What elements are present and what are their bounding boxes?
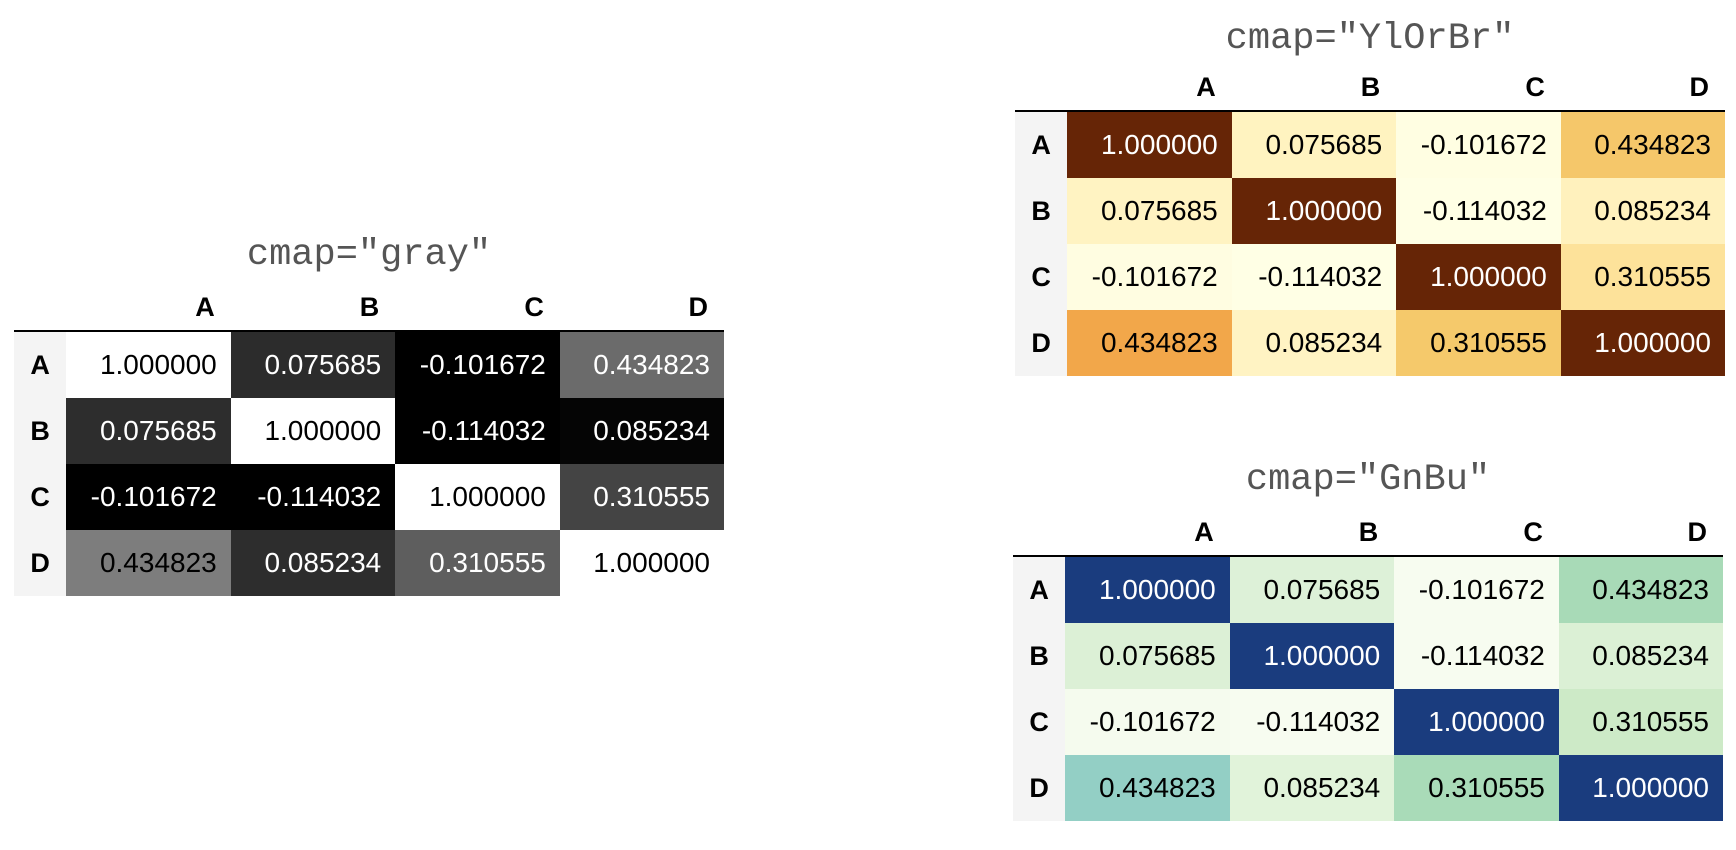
heatmap-cell: 0.310555 [1560,244,1725,310]
heatmap-cell: 0.075685 [66,398,231,464]
heatmap-cell: 1.000000 [1558,755,1723,821]
heatmap-cell: 1.000000 [1067,110,1232,178]
heatmap-cell: -0.114032 [1396,178,1561,244]
column-header-b: B [1360,71,1381,102]
heatmap-cell: 0.434823 [1067,310,1232,376]
row-header-c: C [1013,689,1066,755]
heatmap-cell: -0.114032 [1231,244,1397,310]
row-header-a: A [1013,555,1066,623]
heatmap-cell: -0.114032 [230,464,396,530]
heatmap-cell: -0.101672 [66,464,231,530]
heatmap-cell: 1.000000 [1065,555,1230,623]
column-header-row: A B C D [1013,509,1723,556]
heatmap-cell: 0.434823 [1560,110,1725,178]
heatmap-cell: 0.075685 [1067,178,1232,244]
heatmap-cell: 0.075685 [1065,623,1230,689]
heatmap-cell: -0.101672 [1394,555,1559,623]
chart-title: cmap="GnBu" [1245,459,1491,501]
heatmap-cell: 1.000000 [1560,310,1725,376]
row-header-a: A [1015,110,1068,178]
row-header-d: D [1013,755,1066,821]
heatmap-cell: 0.434823 [1065,755,1230,821]
chart-title: cmap="YlOrBr" [1225,18,1515,60]
heatmap-cell: 0.310555 [1396,310,1561,376]
heatmap-cell: -0.101672 [395,330,560,398]
heatmap-cell: 1.000000 [559,530,724,596]
chart-title: cmap="gray" [246,234,492,276]
heatmap-cell: 0.075685 [1231,110,1397,178]
column-header-b: B [1358,516,1379,547]
row-header-c: C [14,464,67,530]
heatmap-cell: 1.000000 [230,398,396,464]
heatmap-cell: 1.000000 [66,330,231,398]
heatmap-cell: -0.114032 [395,398,560,464]
column-header-d: D [688,291,709,322]
header-corner [1013,509,1065,556]
heatmap-cell: 0.085234 [230,530,396,596]
column-header-b: B [359,291,380,322]
heatmap-cell: -0.101672 [1065,689,1230,755]
header-corner [1015,64,1067,111]
column-header-c: C [1525,71,1545,102]
heatmap-cell: 0.075685 [1229,555,1395,623]
heatmap-cell: -0.101672 [1396,110,1561,178]
heatmap-cell: 0.434823 [66,530,231,596]
heatmap-cell: 0.310555 [1558,689,1723,755]
row-header-b: B [14,398,67,464]
row-header-b: B [1015,178,1068,244]
heatmap-cell: -0.101672 [1067,244,1232,310]
column-header-c: C [524,291,544,322]
row-header-a: A [14,330,67,398]
row-header-d: D [1015,310,1068,376]
heatmap-cell: 0.085234 [559,398,724,464]
row-header-c: C [1015,244,1068,310]
heatmap-cell: -0.114032 [1394,623,1559,689]
heatmap-cell: 1.000000 [1394,689,1559,755]
heatmap-cell: 0.085234 [1560,178,1725,244]
column-header-row: A B C D [1015,64,1725,111]
heatmap-cell: 0.310555 [1394,755,1559,821]
heatmap-cell: 1.000000 [1229,623,1395,689]
column-header-d: D [1687,516,1708,547]
heatmap-cell: 0.434823 [559,330,724,398]
row-header-d: D [14,530,67,596]
column-header-c: C [1523,516,1543,547]
heatmap-cell: 0.085234 [1231,310,1397,376]
heatmap-cell: 1.000000 [395,464,560,530]
heatmap-cell: -0.114032 [1229,689,1395,755]
heatmap-cell: 0.434823 [1558,555,1723,623]
column-header-a: A [195,291,215,322]
heatmap-cell: 0.085234 [1558,623,1723,689]
heatmap-cell: 1.000000 [1396,244,1561,310]
heatmap-cell: 0.310555 [559,464,724,530]
header-corner [14,284,66,331]
column-header-a: A [1194,516,1214,547]
column-header-a: A [1196,71,1216,102]
heatmap-cell: 1.000000 [1231,178,1397,244]
column-header-row: A B C D [14,284,724,331]
column-header-d: D [1689,71,1710,102]
row-header-b: B [1013,623,1066,689]
heatmap-cell: 0.075685 [230,330,396,398]
heatmap-cell: 0.310555 [395,530,560,596]
heatmap-cell: 0.085234 [1229,755,1395,821]
